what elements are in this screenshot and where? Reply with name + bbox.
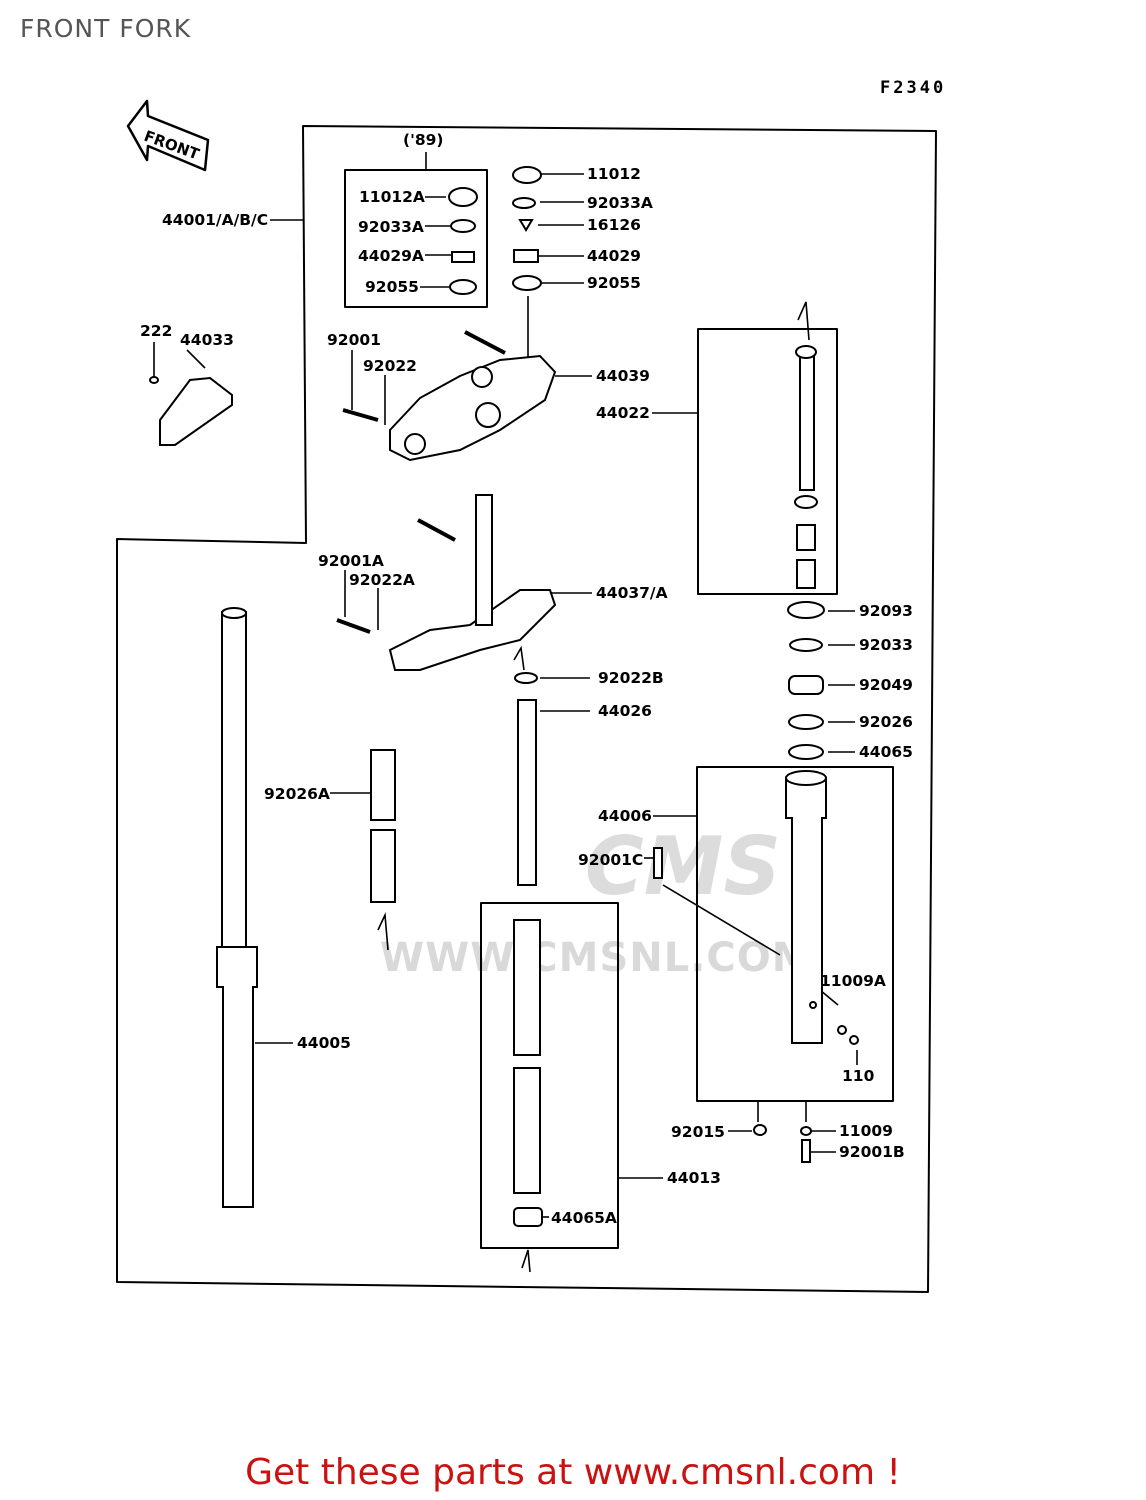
year-note: ('89): [403, 131, 444, 149]
part-label-44065[interactable]: 44065: [859, 743, 913, 761]
part-label-44039[interactable]: 44039: [596, 367, 650, 385]
part-label-11012[interactable]: 11012: [587, 165, 641, 183]
page-title: FRONT FORK: [20, 14, 192, 43]
part-label-11012A[interactable]: 11012A: [359, 188, 425, 206]
footer-promo[interactable]: Get these parts at www.cmsnl.com !: [245, 1452, 901, 1493]
part-label-92055-box[interactable]: 92055: [365, 278, 419, 296]
fork-tube-44005: [221, 611, 247, 948]
cap-bolt-11012A: [448, 187, 478, 207]
fork-slider-44006: [785, 777, 827, 1044]
part-label-44006[interactable]: 44006: [598, 807, 652, 825]
part-label-44029[interactable]: 44029: [587, 247, 641, 265]
part-label-92033A[interactable]: 92033A: [587, 194, 653, 212]
part-label-92022A[interactable]: 92022A: [349, 571, 415, 589]
adjuster-44029: [513, 249, 539, 263]
year-variant-box: [344, 169, 488, 308]
group-box-44013: [480, 902, 619, 1249]
part-label-92033A-box[interactable]: 92033A: [358, 218, 424, 236]
part-label-92026A[interactable]: 92026A: [264, 785, 330, 803]
part-label-92049[interactable]: 92049: [859, 676, 913, 694]
part-label-92022B[interactable]: 92022B: [598, 669, 664, 687]
part-label-44026[interactable]: 44026: [598, 702, 652, 720]
part-label-44033[interactable]: 44033: [180, 331, 234, 349]
part-label-92055[interactable]: 92055: [587, 274, 641, 292]
part-label-11009[interactable]: 11009: [839, 1122, 893, 1140]
part-label-44005[interactable]: 44005: [297, 1034, 351, 1052]
front-arrow-label: FRONT: [142, 127, 203, 164]
bracket-44033: [159, 376, 233, 446]
part-label-16126[interactable]: 16126: [587, 216, 641, 234]
inner-tube-44013: [513, 919, 541, 1056]
figure-code: F2340: [880, 78, 947, 98]
part-label-222[interactable]: 222: [140, 322, 173, 340]
front-arrow-icon: [126, 99, 210, 172]
part-label-44022[interactable]: 44022: [596, 404, 650, 422]
part-label-110[interactable]: 110: [842, 1067, 875, 1085]
part-label-92033[interactable]: 92033: [859, 636, 913, 654]
steering-stem-44037: [388, 589, 557, 671]
part-label-92001C[interactable]: 92001C: [578, 851, 644, 869]
spacer-92026A: [370, 749, 396, 821]
damper-rod-44022: [799, 349, 815, 491]
part-label-92026[interactable]: 92026: [859, 713, 913, 731]
cap-bolt-11012: [512, 166, 542, 184]
part-label-44065A[interactable]: 44065A: [551, 1209, 617, 1227]
fork-spring-44026: [517, 699, 537, 886]
adjuster-44029A: [451, 251, 475, 263]
part-label-44029A[interactable]: 44029A: [358, 247, 424, 265]
part-label-11009A[interactable]: 11009A: [820, 972, 886, 990]
part-label-92015[interactable]: 92015: [671, 1123, 725, 1141]
diagram-frame: [116, 125, 937, 1293]
part-label-92001B[interactable]: 92001B: [839, 1143, 905, 1161]
fork-slider-left: [216, 946, 258, 1208]
part-label-44037[interactable]: 44037/A: [596, 584, 668, 602]
part-label-92022[interactable]: 92022: [363, 357, 417, 375]
part-label-44001[interactable]: 44001/A/B/C: [162, 211, 269, 229]
group-box-44006: [696, 766, 894, 1102]
group-box-44022: [697, 328, 838, 595]
part-label-92093[interactable]: 92093: [859, 602, 913, 620]
watermark-url: WWW.CMSNL.COM: [380, 935, 813, 981]
part-label-44013[interactable]: 44013: [667, 1169, 721, 1187]
upper-bracket-44039: [389, 354, 557, 462]
part-label-92001[interactable]: 92001: [327, 331, 381, 349]
part-label-92001A[interactable]: 92001A: [318, 552, 384, 570]
